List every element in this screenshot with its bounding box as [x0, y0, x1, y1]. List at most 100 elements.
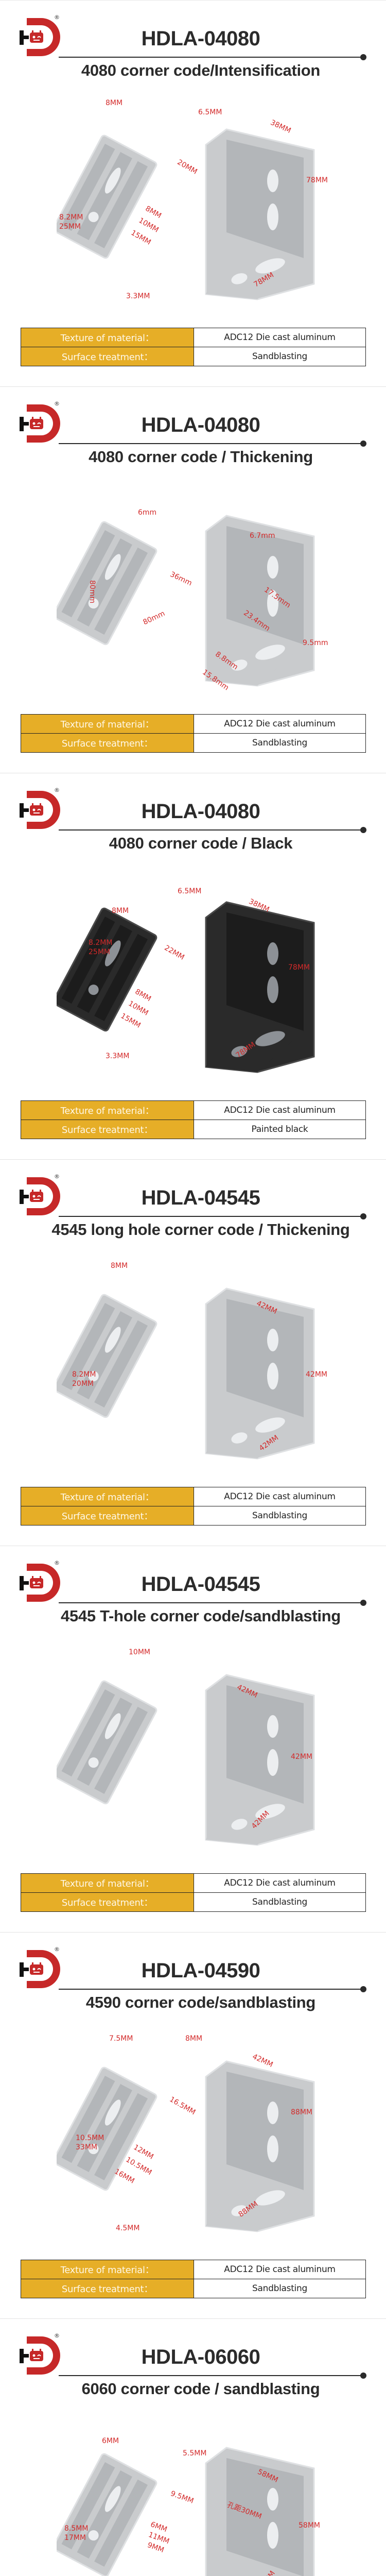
corner-bracket-illustration [52, 901, 315, 1073]
material-value: ADC12 Die cast aluminum [194, 1487, 366, 1506]
dimension-label: 58MM [299, 2521, 320, 2530]
divider-dot-icon [360, 1600, 366, 1606]
divider-dot-icon [360, 2372, 366, 2379]
model-title: HDLA-04545 [141, 1187, 260, 1209]
corner-bracket-illustration [52, 2060, 315, 2232]
dimension-label: 6.7mm [250, 532, 275, 540]
material-value: ADC12 Die cast aluminum [194, 328, 366, 347]
spec-table: Texture of material： ADC12 Die cast alum… [21, 2260, 366, 2298]
spec-row-material: Texture of material： ADC12 Die cast alum… [21, 1487, 366, 1506]
material-value: ADC12 Die cast aluminum [194, 1873, 366, 1893]
material-value: ADC12 Die cast aluminum [194, 2260, 366, 2279]
product-subtitle: 4080 corner code / Black [109, 834, 293, 852]
dimension-label: 8MM [106, 99, 123, 107]
dimension-label: 3.3MM [106, 1052, 130, 1060]
model-title: HDLA-04080 [141, 414, 260, 436]
dimension-label: 8.2MM 25MM [59, 213, 83, 231]
material-value: ADC12 Die cast aluminum [194, 714, 366, 734]
spec-row-material: Texture of material： ADC12 Die cast alum… [21, 714, 366, 734]
dimension-label: 88MM [291, 2108, 312, 2116]
material-label: Texture of material： [21, 714, 194, 734]
title-divider [59, 443, 362, 444]
hd-robot-logo-icon [20, 1564, 60, 1602]
dimension-label: 42MM [291, 1753, 312, 1761]
registered-mark: ® [54, 1560, 60, 1566]
title-divider [59, 1216, 362, 1217]
model-title: HDLA-04590 [141, 1959, 260, 1982]
spec-table: Texture of material： ADC12 Die cast alum… [21, 714, 366, 753]
dimension-label: 78MM [288, 963, 310, 972]
material-label: Texture of material： [21, 1487, 194, 1506]
spec-table: Texture of material： ADC12 Die cast alum… [21, 1873, 366, 1912]
hd-robot-logo-icon [20, 18, 60, 56]
dimension-label: 6.5MM [198, 108, 222, 116]
title-divider [59, 829, 362, 831]
corner-bracket-illustration [52, 515, 315, 687]
dimension-label: 8.5MM 17MM [64, 2524, 89, 2543]
hd-robot-logo-icon [20, 404, 60, 443]
spec-row-surface: Surface treatment： Painted black [21, 1120, 366, 1139]
title-divider [59, 1989, 362, 1990]
dimension-label: 78MM [306, 176, 328, 184]
spec-row-surface: Surface treatment： Sandblasting [21, 733, 366, 753]
corner-bracket-illustration [52, 2447, 315, 2576]
title-divider [59, 1602, 362, 1603]
product-subtitle: 4590 corner code/sandblasting [85, 1993, 316, 2011]
dimension-label: 10.5MM 33MM [76, 2134, 104, 2152]
registered-mark: ® [54, 1173, 60, 1180]
material-value: ADC12 Die cast aluminum [194, 1100, 366, 1120]
dimension-label: 80mm [88, 580, 96, 604]
divider-dot-icon [360, 440, 366, 447]
divider-dot-icon [360, 827, 366, 833]
product-section-2: ® HDLA-04080 4080 corner code / Black 6.… [0, 773, 386, 1159]
dimension-label: 8MM [111, 1262, 128, 1270]
divider-dot-icon [360, 1213, 366, 1219]
dimension-label: 7.5MM [109, 2035, 133, 2043]
dimension-label: 6mm [138, 509, 157, 517]
title-divider [59, 57, 362, 58]
surface-value: Sandblasting [194, 1506, 366, 1526]
surface-value: Sandblasting [194, 2279, 366, 2298]
hd-robot-logo-icon [20, 1177, 60, 1215]
corner-bracket-illustration [52, 128, 315, 300]
surface-label: Surface treatment： [21, 347, 194, 366]
registered-mark: ® [54, 787, 60, 793]
spec-row-surface: Surface treatment： Sandblasting [21, 347, 366, 366]
surface-label: Surface treatment： [21, 2279, 194, 2298]
corner-bracket-illustration [52, 1287, 315, 1460]
model-title: HDLA-04545 [141, 1573, 260, 1596]
spec-row-material: Texture of material： ADC12 Die cast alum… [21, 328, 366, 347]
product-subtitle: 4545 T-hole corner code/sandblasting [61, 1607, 341, 1625]
product-subtitle: 4080 corner code / Thickening [89, 448, 313, 466]
spec-row-material: Texture of material： ADC12 Die cast alum… [21, 1100, 366, 1120]
registered-mark: ® [54, 1946, 60, 1953]
spec-row-surface: Surface treatment： Sandblasting [21, 1506, 366, 1526]
hd-robot-logo-icon [20, 2336, 60, 2375]
dimension-label: 5.5MM [183, 2449, 207, 2458]
spec-row-surface: Surface treatment： Sandblasting [21, 1892, 366, 1912]
material-label: Texture of material： [21, 1100, 194, 1120]
dimension-label: 8.2MM 20MM [72, 1370, 96, 1388]
product-section-1: ® HDLA-04080 4080 corner code / Thickeni… [0, 386, 386, 773]
corner-bracket-illustration [52, 1674, 315, 1846]
surface-label: Surface treatment： [21, 733, 194, 753]
registered-mark: ® [54, 2332, 60, 2339]
product-section-0: ® HDLA-04080 4080 corner code/Intensific… [0, 0, 386, 386]
hd-robot-logo-icon [20, 1950, 60, 1988]
product-subtitle: 4545 long hole corner code / Thickening [51, 1221, 350, 1239]
dimension-label: 8MM [185, 2035, 203, 2043]
product-subtitle: 4080 corner code/Intensification [81, 61, 321, 79]
surface-value: Sandblasting [194, 733, 366, 753]
dimension-label: 6.5MM [178, 887, 202, 895]
material-label: Texture of material： [21, 2260, 194, 2279]
spec-table: Texture of material： ADC12 Die cast alum… [21, 328, 366, 366]
surface-value: Painted black [194, 1120, 366, 1139]
dimension-label: 3.3MM [126, 292, 150, 300]
dimension-label: 42MM [306, 1370, 327, 1379]
